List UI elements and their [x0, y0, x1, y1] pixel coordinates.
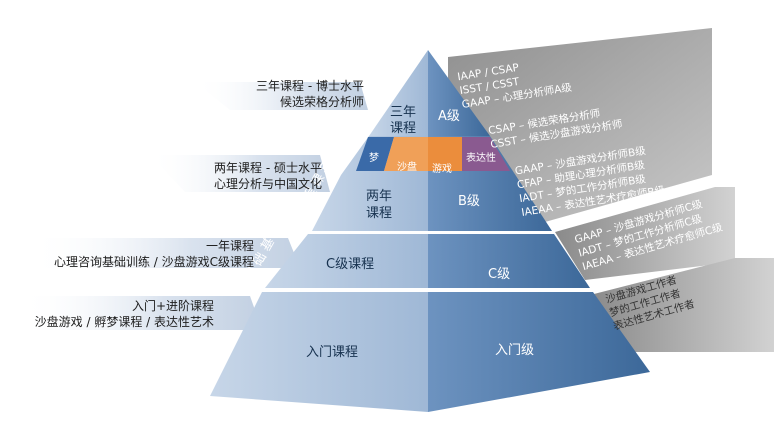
- segment-dream-label: 梦: [369, 152, 379, 164]
- pyramid-left-tier4: [210, 292, 428, 412]
- tier2-course-line2: 课程: [366, 206, 392, 221]
- segment-expressive: [462, 137, 510, 171]
- left-label-1: 三年课程 - 博士水平 候选荣格分析师: [256, 78, 364, 110]
- label-band-4: [20, 296, 262, 330]
- tier2-course-line1: 两年: [366, 189, 392, 204]
- tier4-course: 入门课程: [306, 345, 358, 360]
- tier1-course-line1: 三年: [390, 105, 416, 120]
- left-label-4-line1: 入门+进阶课程: [131, 299, 214, 313]
- segment-dream: [356, 137, 394, 171]
- tier2-level: B级: [458, 194, 480, 209]
- cert-panel-bottom: [590, 258, 774, 352]
- tier3-level: C级: [488, 267, 510, 282]
- pyramid-left-tier1: [369, 50, 428, 136]
- edge-char: 两: [325, 143, 345, 162]
- pyramid-right-tier1: [428, 50, 490, 136]
- pyramid-left-tier3: [265, 234, 428, 288]
- segment-game: [428, 137, 462, 171]
- tier4-level: 入门级: [495, 343, 534, 358]
- edge-char: 课: [242, 265, 261, 284]
- left-label-4-line2: 沙盘游戏 / 孵梦课程 / 表达性艺术: [34, 315, 214, 329]
- left-label-3-line1: 一年课程: [205, 239, 254, 253]
- segment-sandtray-label: 沙盘: [397, 160, 417, 173]
- label-band-2: [150, 155, 330, 192]
- left-label-4: 入门+进阶课程 沙盘游戏 / 孵梦课程 / 表达性艺术: [35, 298, 214, 330]
- edge-char: 程: [234, 280, 253, 299]
- segment-expressive-label: 表达性: [466, 151, 496, 164]
- segment-sandtray: [384, 137, 428, 171]
- edge-char: 基: [258, 235, 277, 254]
- left-label-2: 两年课程 - 硕士水平 心理分析与中国文化: [214, 160, 322, 192]
- left-label-1-line2: 候选荣格分析师: [279, 95, 364, 109]
- left-label-3: 一年课程 心理咨询基础训练 / 沙盘游戏C级课程: [54, 238, 254, 270]
- left-label-1-line1: 三年课程 - 博士水平: [256, 79, 364, 93]
- edge-label-lower: 基 础 课 程: [234, 235, 277, 299]
- left-label-2-line1: 两年课程 - 硕士水平: [214, 161, 322, 175]
- left-label-3-line2: 心理咨询基础训练 / 沙盘游戏C级课程: [53, 255, 254, 269]
- tier3-course: C级课程: [326, 257, 374, 272]
- label-band-1: [195, 82, 368, 110]
- pyramid-right-tier3: [428, 234, 590, 288]
- pyramid-right-tier4: [428, 292, 650, 412]
- edge-char: 础: [250, 250, 269, 269]
- left-label-2-line2: 心理分析与中国文化: [213, 177, 322, 191]
- tier1-level: A级: [438, 109, 460, 124]
- label-band-3: [30, 238, 300, 268]
- tier1-course-line2: 课程: [390, 121, 416, 136]
- cert-panel-mid: [555, 187, 735, 280]
- segment-game-label: 游戏: [432, 162, 452, 175]
